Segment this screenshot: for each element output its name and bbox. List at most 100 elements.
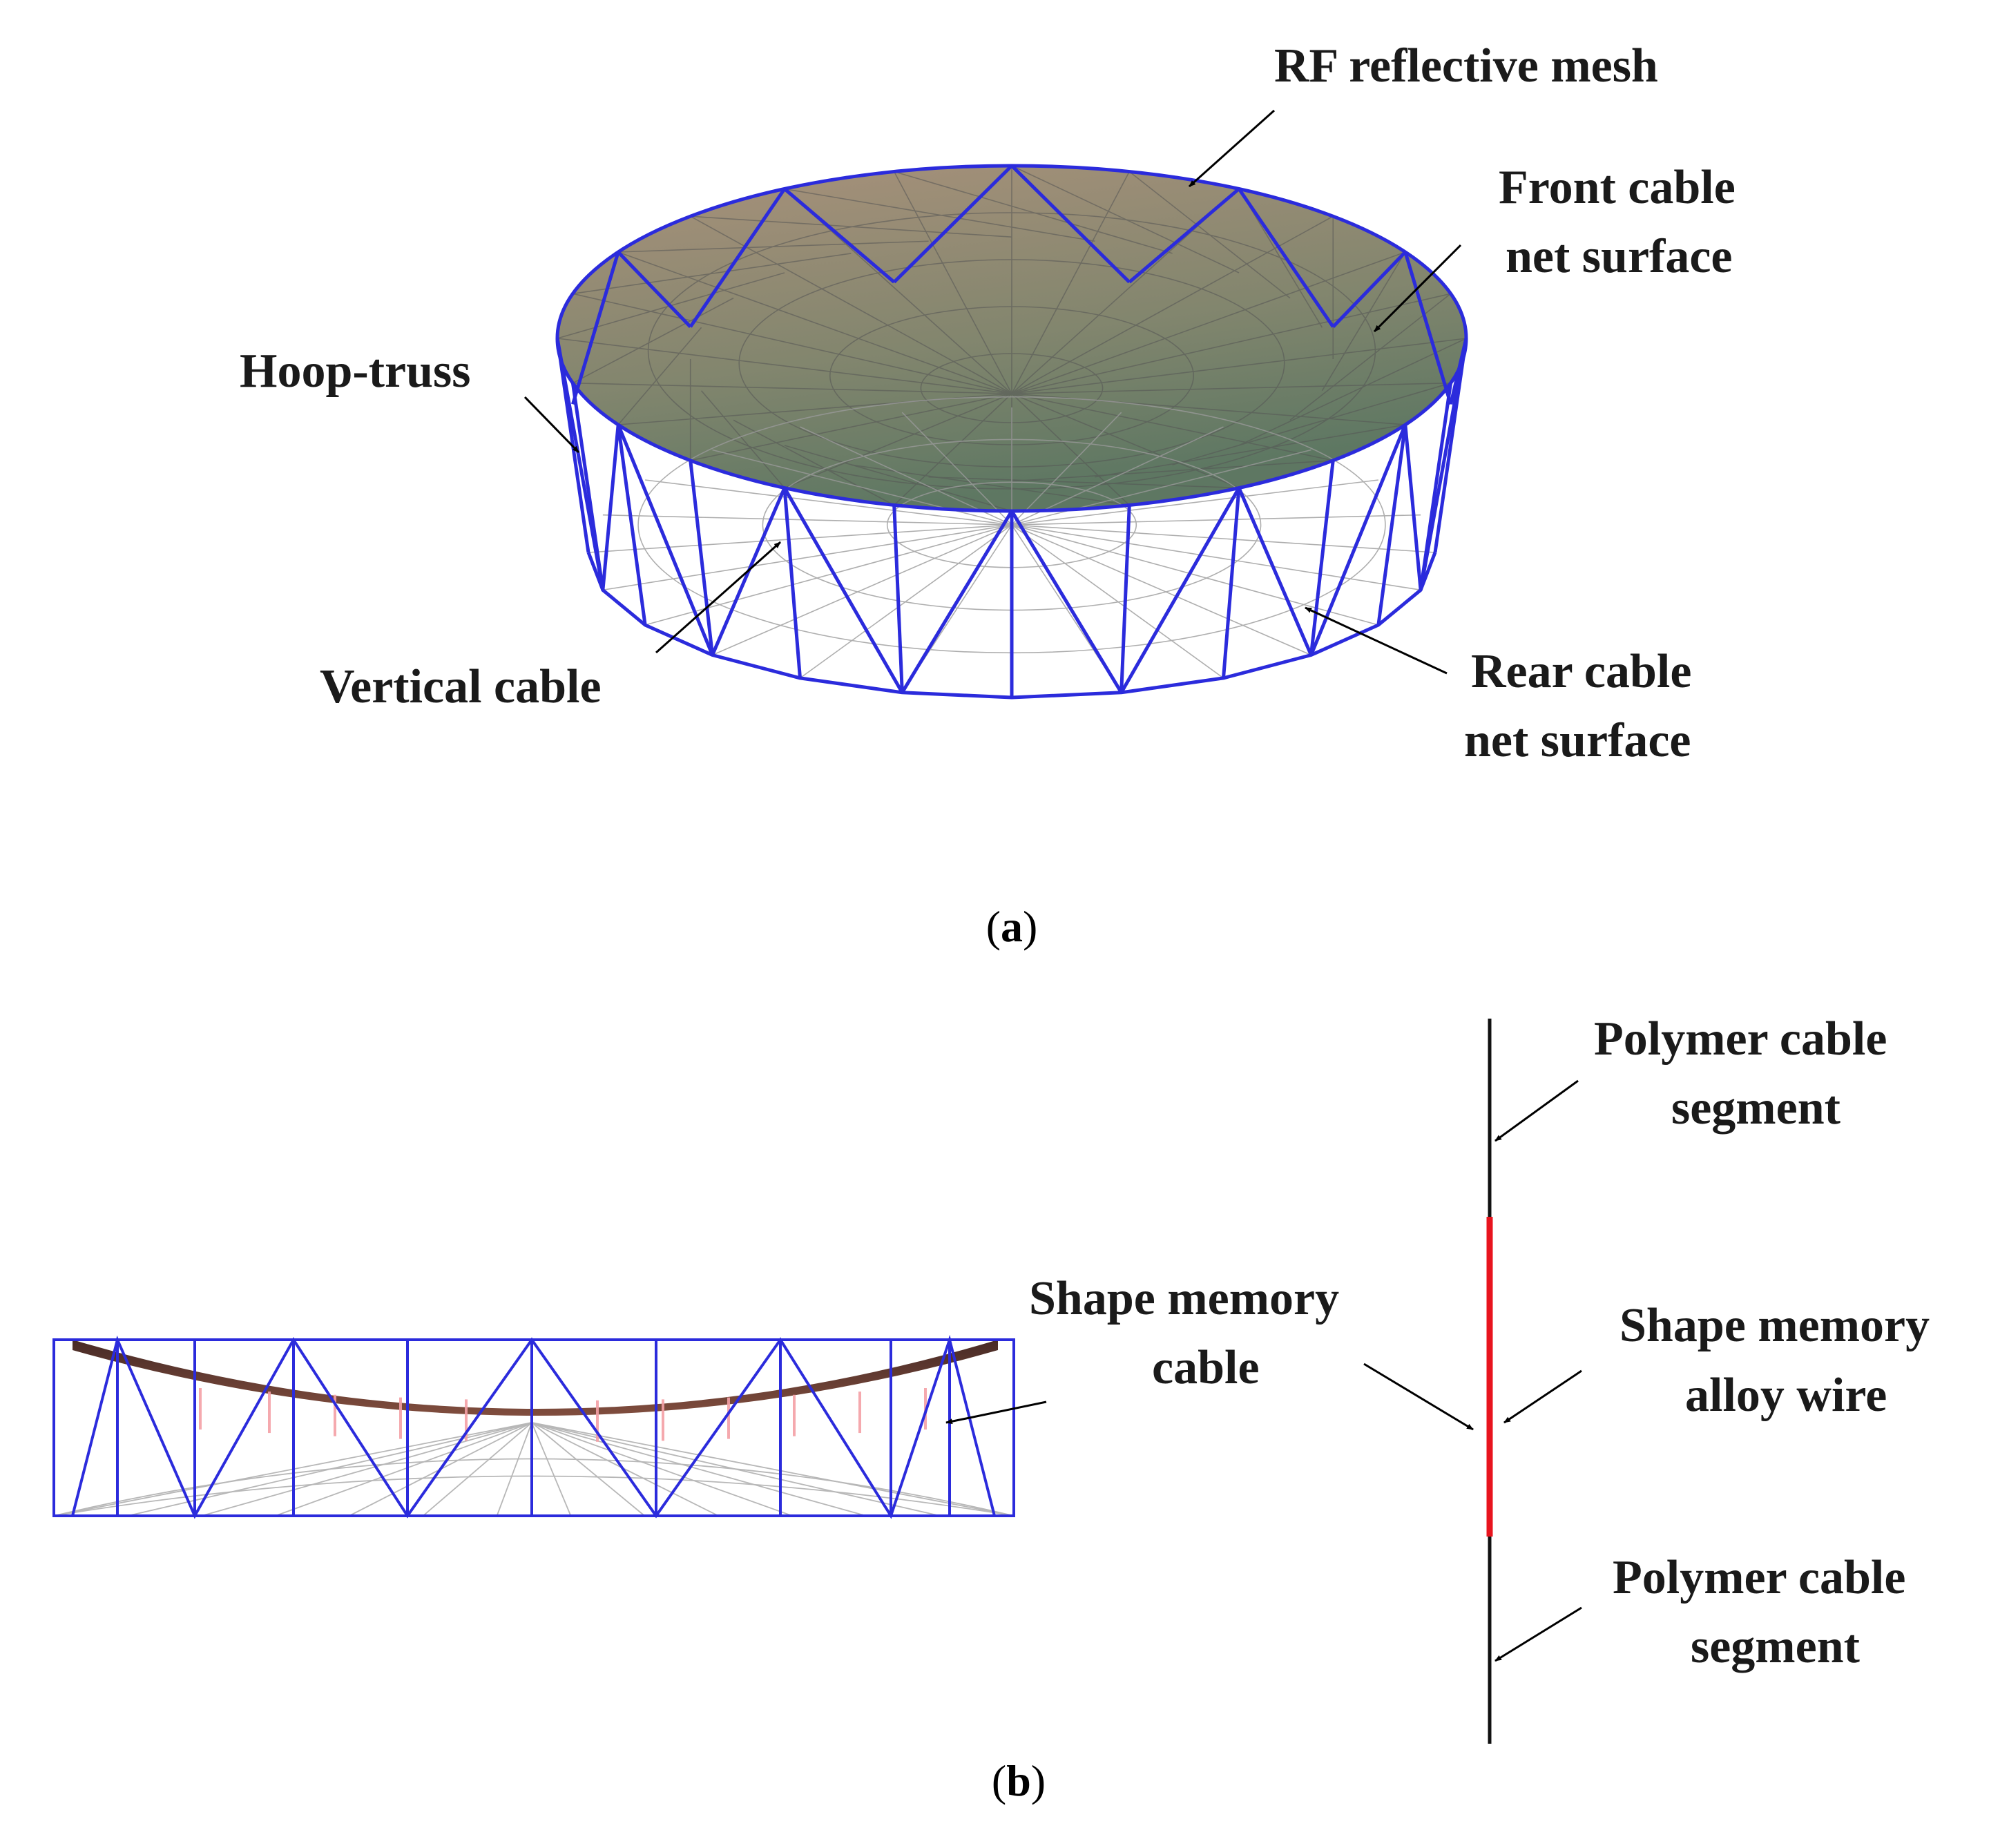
label-polymer-top-line2: segment xyxy=(1671,1081,1840,1135)
front-net-radial xyxy=(1011,382,1451,394)
rear-net-radial xyxy=(1011,426,1224,526)
label-sma-cable-line2: cable xyxy=(1152,1341,1260,1394)
truss-vertical xyxy=(782,488,802,679)
truss-diagonal xyxy=(1237,487,1313,656)
front-net-radial xyxy=(1011,393,1240,489)
side-rear-radial xyxy=(201,1422,532,1517)
arrow-vertical-cable xyxy=(655,541,781,654)
rear-net-radial xyxy=(712,449,1012,526)
truss-back-diagonal xyxy=(1010,164,1131,284)
side-rear-radial xyxy=(496,1422,532,1517)
arrow-rf-mesh xyxy=(1189,109,1275,188)
front-net-radial xyxy=(1011,171,1131,394)
front-net-diagonal xyxy=(784,188,1095,242)
rear-net-radial xyxy=(1011,524,1311,656)
label-sma-cable-line1: Shape memory xyxy=(1029,1272,1339,1325)
front-net-radial xyxy=(1011,293,1451,394)
front-net-radial xyxy=(1011,251,1406,394)
truss-back-diagonal xyxy=(1403,251,1452,405)
caption-b: (b) xyxy=(992,1756,1046,1805)
front-net-diagonal xyxy=(690,215,1012,238)
rear-net-radial xyxy=(1011,524,1421,591)
rear-net-radial xyxy=(1011,479,1378,526)
rear-net-radial xyxy=(602,514,1012,526)
rear-net-radial xyxy=(800,426,1012,526)
label-hoop-truss: Hoop-truss xyxy=(240,345,470,398)
panel-b-arrows xyxy=(945,1079,1582,1662)
front-net-radial xyxy=(690,393,1012,461)
front-net-diagonal xyxy=(573,297,734,384)
rear-net-radial xyxy=(1011,514,1421,526)
arrow-sma-cable-right xyxy=(1363,1363,1474,1431)
side-truss-frame xyxy=(52,1338,1015,1517)
rear-net-radial xyxy=(645,479,1012,526)
side-rear-radial xyxy=(531,1422,719,1517)
truss-vertical xyxy=(1119,505,1131,693)
arrow-rear-net xyxy=(1305,606,1448,675)
front-net-radial xyxy=(1011,338,1467,394)
rear-net-radial xyxy=(800,524,1012,679)
truss-back-diagonal xyxy=(892,164,1013,284)
label-sma-wire-line1: Shape memory xyxy=(1619,1299,1930,1352)
label-vertical-cable: Vertical cable xyxy=(320,660,602,713)
truss-back-diagonal xyxy=(617,251,692,328)
front-net-diagonal xyxy=(573,253,852,295)
front-net-diagonal xyxy=(1238,338,1467,446)
truss-vertical xyxy=(1309,460,1335,655)
front-net-diagonal xyxy=(784,445,1012,512)
arrow-polymer-top xyxy=(1494,1079,1579,1142)
truss-back-diagonal xyxy=(1128,187,1240,284)
truss-vertical xyxy=(616,424,647,626)
truss-back-diagonal xyxy=(783,187,896,284)
label-rear-cable-net-line2: net surface xyxy=(1464,714,1691,767)
rear-net-radial xyxy=(1011,524,1224,679)
caption-a-close: ) xyxy=(1023,902,1037,951)
truss-vertical xyxy=(1376,424,1407,626)
rear-net-radial xyxy=(588,524,1012,553)
truss-diagonal xyxy=(1403,424,1423,590)
front-net-radial xyxy=(893,171,1012,394)
side-view-rear-net xyxy=(53,1422,1015,1517)
label-polymer-bottom-line2: segment xyxy=(1691,1620,1860,1673)
side-rear-radial xyxy=(531,1422,793,1517)
panel-a-arrows xyxy=(523,109,1462,675)
caption-b-letter: b xyxy=(1006,1756,1031,1805)
truss-diagonal xyxy=(1119,487,1241,694)
rear-net-radial xyxy=(1011,524,1436,553)
truss-vertical xyxy=(1222,488,1241,679)
front-cable-net-mesh xyxy=(557,165,1467,512)
front-net-diagonal xyxy=(894,171,1173,254)
front-net-radial xyxy=(1011,393,1334,461)
truss-diagonal xyxy=(782,487,904,694)
arrow-hoop-truss xyxy=(523,396,580,454)
side-rear-radial xyxy=(531,1422,867,1517)
panel-b-side-view xyxy=(52,1334,1015,1519)
arrow-front-net xyxy=(1373,244,1462,333)
side-rear-radial xyxy=(531,1422,572,1517)
front-net-radial xyxy=(894,393,1012,506)
truss-diagonal xyxy=(901,510,1014,694)
truss-diagonal xyxy=(1010,510,1123,694)
arrow-polymer-bottom xyxy=(1494,1606,1582,1662)
side-rear-radial xyxy=(531,1422,941,1517)
truss-vertical xyxy=(689,460,715,655)
front-net-radial xyxy=(617,251,1012,394)
front-net-radial xyxy=(573,382,1012,394)
front-net-diagonal xyxy=(1011,459,1334,482)
rear-net-radial xyxy=(712,524,1012,656)
caption-b-close: ) xyxy=(1031,1756,1046,1805)
side-rear-radial xyxy=(275,1422,532,1517)
front-net-diagonal xyxy=(1128,171,1291,299)
truss-back-diagonal xyxy=(1332,251,1407,328)
front-net-radial xyxy=(784,393,1012,489)
front-net-diagonal xyxy=(1172,382,1451,465)
rear-net-radial xyxy=(1011,412,1122,526)
front-net-radial xyxy=(573,293,1012,394)
caption-b-open: ( xyxy=(992,1756,1006,1805)
side-rear-radial xyxy=(423,1422,532,1517)
label-polymer-top-line1: Polymer cable xyxy=(1594,1012,1887,1066)
front-net-diagonal xyxy=(733,419,895,506)
front-net-radial xyxy=(557,338,1012,394)
rear-net-radial xyxy=(602,524,1012,591)
